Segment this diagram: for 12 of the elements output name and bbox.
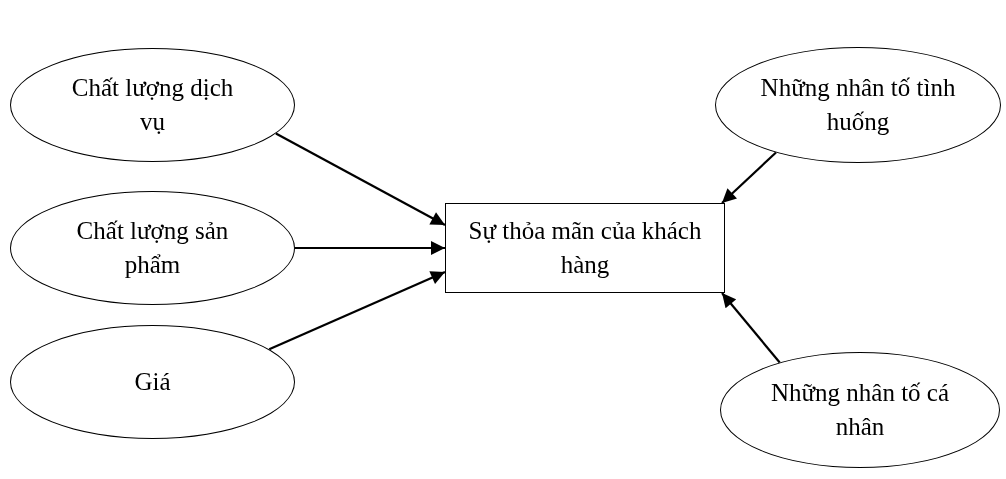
- arrow: [295, 241, 445, 255]
- node-label: Giá: [134, 367, 171, 397]
- node-label: Sự thỏa mãn của khách hàng: [467, 216, 703, 280]
- arrow: [721, 151, 777, 204]
- arrow: [721, 292, 781, 364]
- node-label: Chất lượng sản phẩm: [75, 216, 230, 280]
- node-label: Những nhân tố cá nhân: [769, 378, 951, 442]
- process-box: [445, 203, 725, 293]
- arrow: [275, 132, 446, 226]
- arrow: [268, 271, 446, 351]
- node-label: Chất lượng dịch vụ: [70, 73, 235, 137]
- node-label: Những nhân tố tình huống: [759, 73, 957, 137]
